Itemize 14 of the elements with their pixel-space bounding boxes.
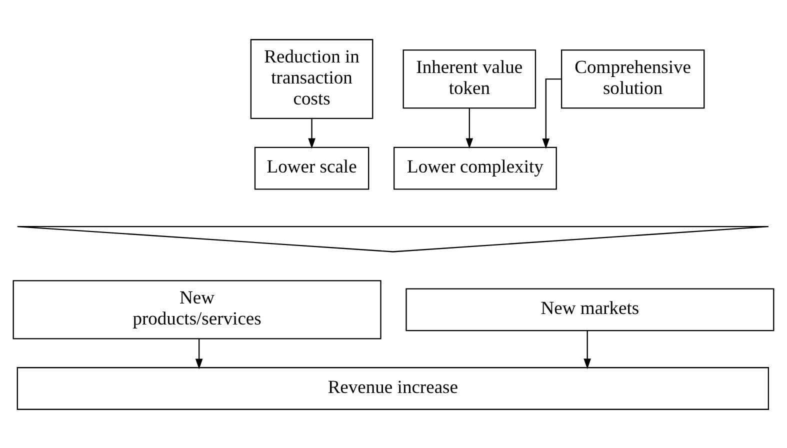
node-box: Lower complexity (394, 146, 557, 190)
arrow (542, 78, 562, 148)
node-box: Reduction in transaction costs (250, 38, 374, 119)
node-box: New markets (406, 288, 774, 331)
arrow (308, 118, 316, 148)
node-box: New products/services (12, 280, 382, 339)
node-triangle (16, 225, 770, 252)
node-box: Inherent value token (402, 48, 536, 108)
arrow (584, 330, 591, 369)
node-box: Comprehensive solution (560, 48, 705, 108)
node-box: Lower scale (254, 146, 370, 190)
node-box: Revenue increase (16, 366, 770, 410)
arrow (466, 108, 474, 148)
arrow (195, 338, 203, 369)
